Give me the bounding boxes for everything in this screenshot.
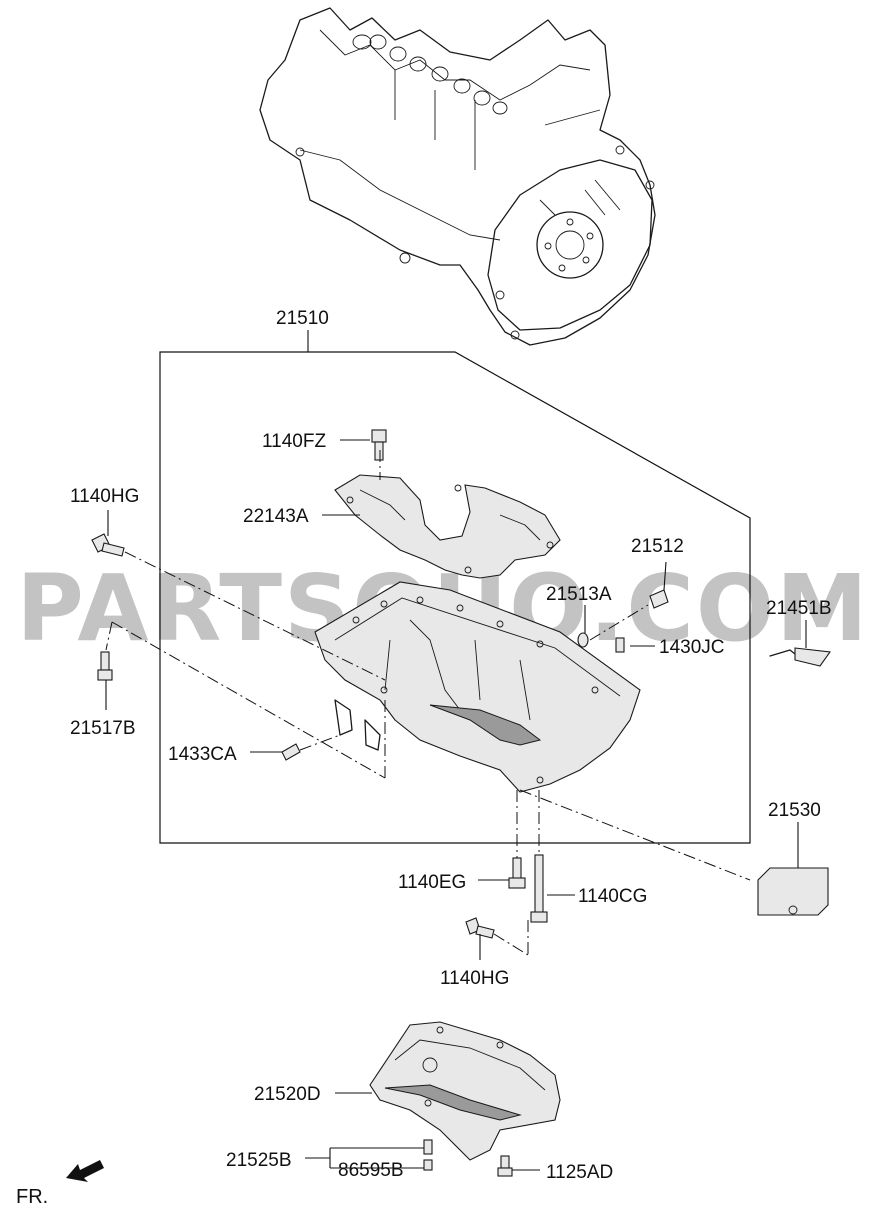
drain-plug-21512-illustration: [649, 589, 669, 609]
upper-oil-pan-illustration: [314, 581, 641, 793]
label-1140hg-left[interactable]: 1140HG: [70, 486, 139, 507]
bolt-1125ad-illustration: [497, 1155, 513, 1177]
label-1140eg[interactable]: 1140EG: [398, 872, 466, 893]
front-direction-indicator: FR.: [16, 1160, 104, 1208]
dowel-1433ca-illustration: [281, 743, 301, 761]
gasket-86595b-illustration: [423, 1159, 433, 1171]
label-21451b[interactable]: 21451B: [766, 598, 832, 619]
lower-oil-pan-illustration: [369, 1021, 561, 1161]
front-arrow-icon: [66, 1160, 104, 1182]
label-21512[interactable]: 21512: [631, 536, 684, 557]
cover-21530-illustration: [757, 867, 829, 916]
bolt-1140hg-left-illustration: [91, 533, 125, 557]
engine-block-illustration: [259, 7, 656, 346]
label-1430jc[interactable]: 1430JC: [659, 637, 725, 658]
bolt-21517b-illustration: [97, 651, 113, 681]
drain-plug-21525b-illustration: [423, 1139, 433, 1155]
sensor-21451b-illustration: [769, 647, 831, 667]
part-labels: 21510 1140FZ 22143A 1140HG 21512 21513A …: [70, 308, 832, 1183]
bolt-1140fz-illustration: [371, 429, 387, 461]
label-1140hg-bottom[interactable]: 1140HG: [440, 968, 509, 989]
label-21520d[interactable]: 21520D: [254, 1084, 321, 1105]
label-1125ad[interactable]: 1125AD: [546, 1162, 613, 1183]
label-1140fz[interactable]: 1140FZ: [262, 431, 326, 452]
label-22143a[interactable]: 22143A: [243, 506, 309, 527]
label-86595b[interactable]: 86595B: [338, 1160, 404, 1181]
dowel-1430jc-illustration: [615, 637, 625, 653]
label-21530[interactable]: 21530: [768, 800, 821, 821]
label-1140cg[interactable]: 1140CG: [578, 886, 647, 907]
assembly-lines: [105, 450, 751, 956]
leader-lines: [105, 439, 807, 1171]
label-21513a[interactable]: 21513A: [546, 584, 612, 605]
baffle-plate-gasket-illustration: [334, 474, 561, 579]
bolt-1140cg-illustration: [530, 854, 548, 923]
label-21525b[interactable]: 21525B: [226, 1150, 292, 1171]
label-1433ca[interactable]: 1433CA: [168, 744, 237, 765]
washer-21513a-illustration: [577, 632, 589, 648]
label-21510[interactable]: 21510: [276, 308, 329, 329]
front-label: FR.: [16, 1186, 48, 1208]
label-21517b[interactable]: 21517B: [70, 718, 136, 739]
assembly-frame-21510: [159, 330, 751, 844]
bolt-1140eg-illustration: [508, 857, 526, 889]
